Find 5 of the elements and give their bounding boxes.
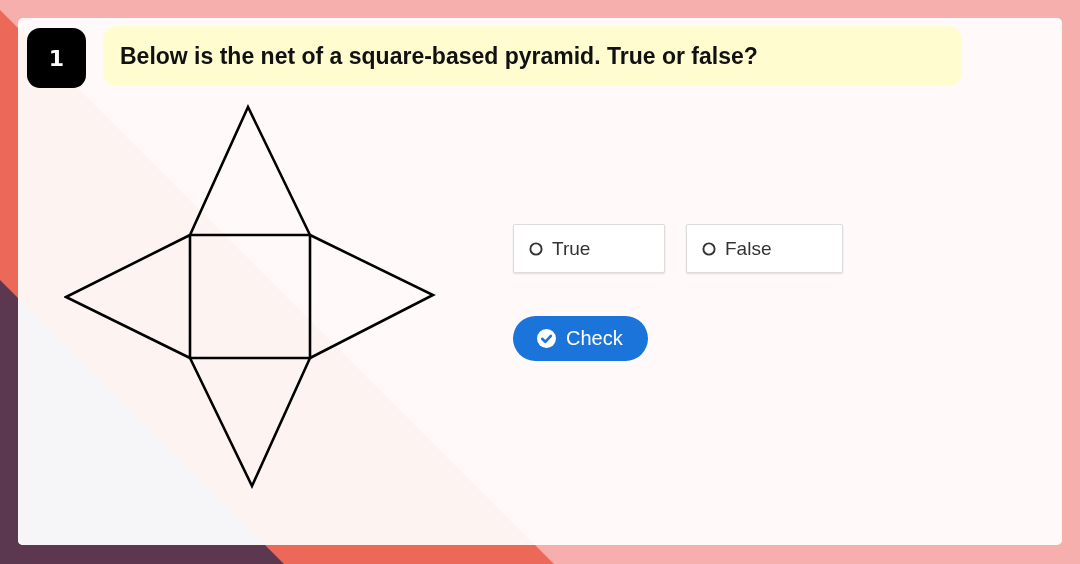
- answer-option: True: [513, 224, 665, 273]
- check-button: Check: [513, 316, 648, 361]
- answer-option: False: [686, 224, 843, 273]
- number-badge: 1: [27, 28, 86, 88]
- question-prompt: Below is the net of a square-based pyramid. True or false?: [103, 26, 962, 86]
